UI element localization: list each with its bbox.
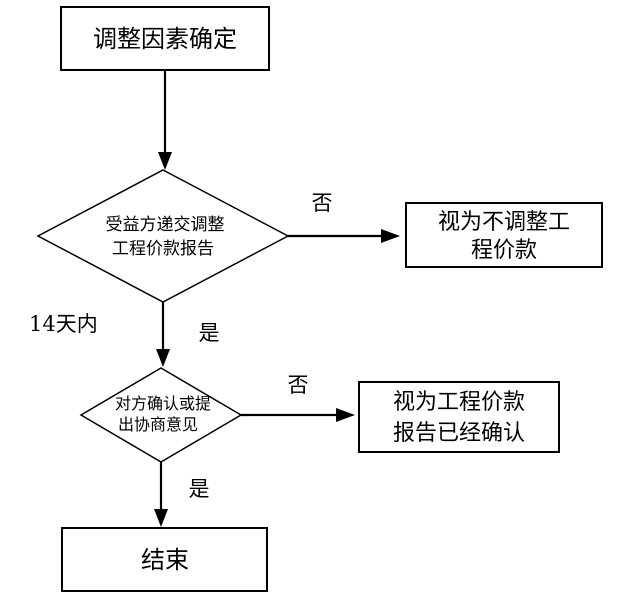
end-box-label: 结束: [141, 546, 189, 574]
start-box-label: 调整因素确定: [93, 25, 237, 53]
start-box: 调整因素确定: [60, 6, 270, 71]
edge-decision2-yes: [154, 462, 168, 527]
edge-decision1-no: [288, 229, 400, 243]
decision2-label-line2: 出协商意见: [118, 415, 198, 434]
decision2-label-line1: 对方确认或提: [115, 394, 211, 413]
decision1-diamond: 受益方递交调整 工程价款报告: [36, 169, 290, 303]
edge-decision1-yes: [156, 302, 170, 367]
decision2-yes-label: 是: [189, 477, 210, 501]
result-no-adjust-line2: 程价款: [471, 238, 537, 263]
result-confirmed-line1: 视为工程价款: [393, 390, 525, 415]
decision1-no-label: 否: [312, 191, 333, 215]
result-confirmed-box: 视为工程价款 报告已经确认: [358, 381, 560, 453]
arrow-head: [336, 408, 355, 422]
arrow-head: [154, 509, 168, 527]
decision1-yes-label: 是: [199, 321, 220, 345]
decision1-label-line2: 工程价款报告: [112, 239, 214, 259]
result-no-adjust-line1: 视为不调整工: [438, 210, 570, 235]
result-confirmed-line2: 报告已经确认: [393, 421, 525, 446]
arrow-head: [381, 229, 400, 243]
edge-decision2-no: [241, 408, 355, 422]
decision1-label-line1: 受益方递交调整: [106, 215, 225, 235]
result-no-adjust-box: 视为不调整工 程价款: [405, 202, 603, 268]
decision2-no-label: 否: [288, 373, 309, 397]
decision1-time-limit-label: 14天内: [29, 312, 98, 336]
arrow-head: [158, 152, 172, 170]
arrow-head: [156, 349, 170, 367]
edge-start-to-decision1: [158, 70, 172, 170]
decision2-diamond: 对方确认或提 出协商意见: [79, 367, 243, 463]
end-box: 结束: [61, 527, 268, 592]
